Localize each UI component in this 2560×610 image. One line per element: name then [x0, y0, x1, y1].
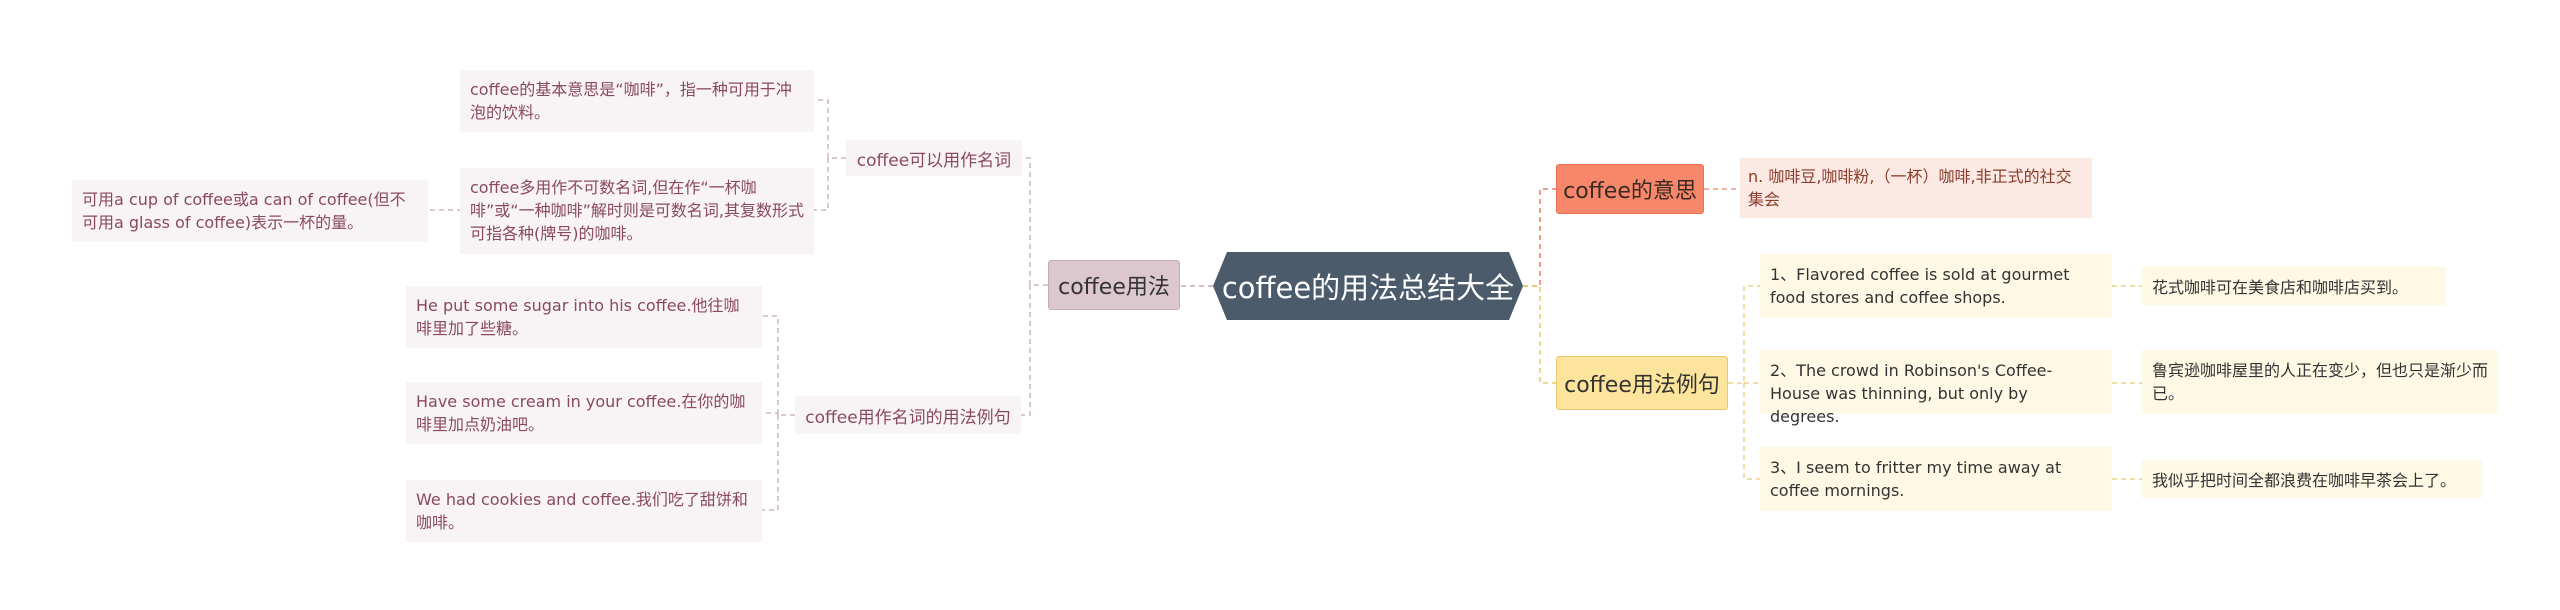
sentence-1-zh[interactable]: 花式咖啡可在美食店和咖啡店买到。: [2142, 267, 2446, 305]
sentence-3-en[interactable]: 3、I seem to fritter my time away at coff…: [1760, 447, 2112, 511]
leaf-basic-meaning[interactable]: coffee的基本意思是“咖啡”，指一种可用于冲泡的饮料。: [460, 70, 814, 132]
leaf-example-cream[interactable]: Have some cream in your coffee.在你的咖啡里加点奶…: [406, 382, 762, 444]
branch-coffee-sentences[interactable]: coffee用法例句: [1556, 356, 1728, 410]
branch-coffee-meaning[interactable]: coffee的意思: [1556, 164, 1704, 214]
sentence-2-zh[interactable]: 鲁宾逊咖啡屋里的人正在变少，但也只是渐少而已。: [2142, 350, 2498, 414]
leaf-countable-usage[interactable]: coffee多用作不可数名词,但在作“一杯咖啡”或“一种咖啡”解时则是可数名词,…: [460, 168, 814, 254]
root-topic[interactable]: coffee的用法总结大全: [1213, 252, 1523, 320]
sentence-2-en[interactable]: 2、The crowd in Robinson's Coffee-House w…: [1760, 350, 2112, 426]
branch-coffee-usage[interactable]: coffee用法: [1048, 260, 1180, 310]
sentence-1-en[interactable]: 1、Flavored coffee is sold at gourmet foo…: [1760, 254, 2112, 318]
leaf-meaning-text[interactable]: n. 咖啡豆,咖啡粉,（一杯）咖啡,非正式的社交集会: [1740, 158, 2092, 218]
sub-noun-examples[interactable]: coffee用作名词的用法例句: [795, 396, 1021, 434]
leaf-example-sugar[interactable]: He put some sugar into his coffee.他往咖啡里加…: [406, 286, 762, 348]
sentence-3-zh[interactable]: 我似乎把时间全都浪费在咖啡早茶会上了。: [2142, 460, 2482, 498]
leaf-example-cookies[interactable]: We had cookies and coffee.我们吃了甜饼和咖啡。: [406, 480, 762, 542]
sub-noun-usage[interactable]: coffee可以用作名词: [846, 140, 1022, 176]
leaf-quantity-note[interactable]: 可用a cup of coffee或a can of coffee(但不可用a …: [72, 180, 428, 242]
